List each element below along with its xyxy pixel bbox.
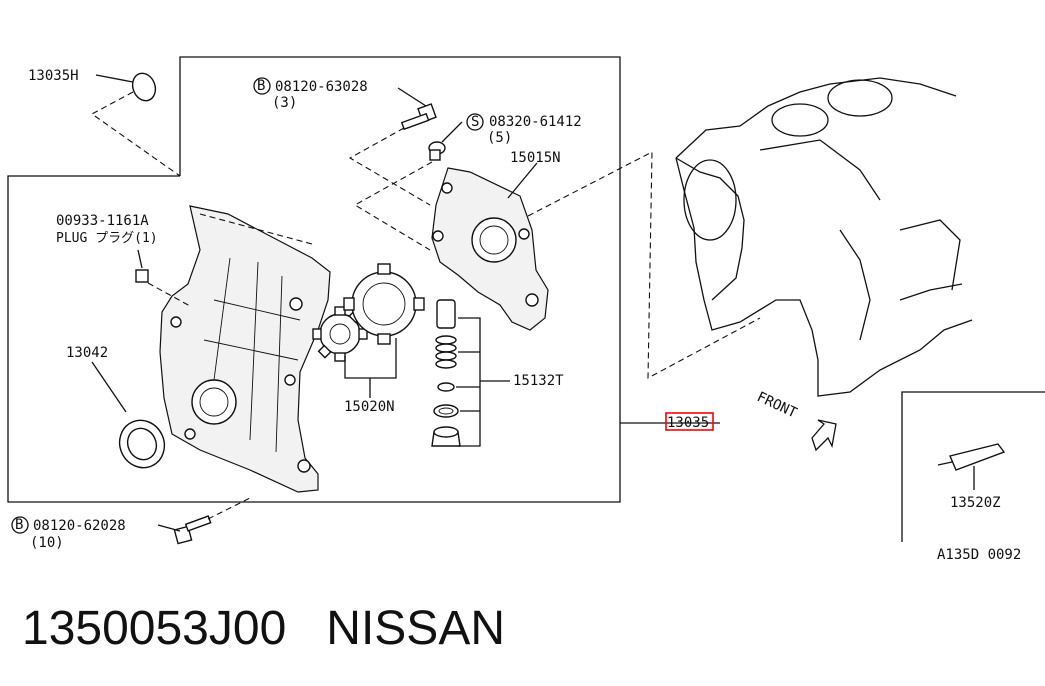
sealant-tube-13520Z — [937, 443, 1006, 490]
cap-13035H — [90, 72, 181, 177]
bolt-mark-b-2: B — [15, 517, 23, 533]
front-cover-13035 — [159, 205, 331, 493]
label-08120-62028: 08120-62028 — [33, 518, 126, 534]
label-15015N: 15015N — [510, 150, 561, 166]
label-15132T: 15132T — [513, 373, 564, 389]
oil-seal-13042 — [91, 361, 166, 469]
plug-00933-1161A — [135, 249, 191, 307]
inset-frame — [901, 391, 1045, 542]
bolt-mark-circle-1 — [253, 77, 271, 95]
label-13520Z: 13520Z — [950, 495, 1001, 511]
label-00933-1161A: 00933-1161A — [56, 213, 149, 229]
sheet-code: A135D 0092 — [937, 547, 1021, 563]
label-08320-61412-qty: (5) — [487, 130, 512, 146]
label-13042: 13042 — [66, 345, 108, 361]
footer-title: 1350053J00 NISSAN — [22, 598, 505, 660]
label-15020N: 15020N — [344, 399, 395, 415]
screw-mark-circle — [466, 113, 484, 131]
footer-part-number: 1350053J00 — [22, 602, 287, 655]
label-front: FRONT — [754, 389, 799, 422]
label-plug-desc: PLUG プラグ(1) — [56, 231, 158, 246]
front-arrow — [811, 419, 837, 452]
gear-set-15020N — [312, 263, 425, 398]
assembly-frame — [7, 56, 621, 503]
screw-08320-61412 — [353, 121, 463, 251]
oil-pump-housing-15015N — [431, 162, 549, 331]
footer-brand: NISSAN — [326, 602, 505, 655]
bolt-mark-circle-2 — [11, 516, 29, 534]
relief-valve-15132T — [431, 299, 510, 447]
bolt-08120-62028 — [157, 497, 251, 545]
label-08320-61412: 08320-61412 — [489, 114, 582, 130]
label-08120-63028: 08120-63028 — [275, 79, 368, 95]
screw-mark-s: S — [471, 114, 479, 130]
engine-block — [527, 77, 973, 397]
label-08120-62028-qty: (10) — [30, 535, 64, 551]
label-08120-63028-qty: (3) — [272, 95, 297, 111]
bolt-08120-63028 — [348, 87, 437, 206]
label-13035H: 13035H — [28, 68, 79, 84]
label-13035: 13035 — [667, 415, 709, 431]
highlight-box-13035 — [665, 412, 714, 431]
bolt-mark-b-1: B — [257, 78, 265, 94]
